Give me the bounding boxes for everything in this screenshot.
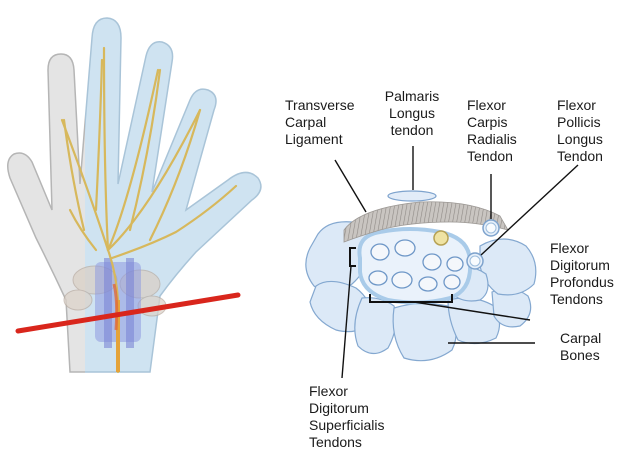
palmaris-longus-tendon xyxy=(388,191,436,201)
label-flexor-carpis-radialis-tendon: Flexor Carpis Radialis Tendon xyxy=(467,97,517,165)
median-nerve-cross-section xyxy=(434,231,448,245)
tendon xyxy=(392,272,412,288)
flexor-carpis-radialis-core xyxy=(486,223,496,233)
carpal-bone xyxy=(355,298,396,354)
tendon xyxy=(369,271,387,285)
tendon xyxy=(395,240,415,256)
flexor-pollicis-longus-core xyxy=(470,256,480,266)
label-palmaris-longus-tendon: Palmaris Longus tendon xyxy=(378,88,446,139)
label-carpal-bones: Carpal Bones xyxy=(560,330,601,364)
carpal-bone xyxy=(393,303,456,360)
pointer-ligament xyxy=(335,160,366,212)
carpal-tunnel-cross-section xyxy=(306,191,536,361)
tendon xyxy=(371,244,389,260)
hand-illustration xyxy=(8,18,261,372)
tendon xyxy=(423,254,441,270)
tendon xyxy=(444,275,460,289)
tendon xyxy=(419,277,437,291)
label-flexor-pollicis-longus-tendon: Flexor Pollicis Longus Tendon xyxy=(557,97,603,165)
label-transverse-carpal-ligament: Transverse Carpal Ligament xyxy=(285,97,355,148)
label-flexor-digitorum-profondus-tendons: Flexor Digitorum Profondus Tendons xyxy=(550,240,614,308)
tendon xyxy=(447,257,463,271)
label-flexor-digitorum-superficialis-tendons: Flexor Digitorum Superficialis Tendons xyxy=(309,383,384,451)
